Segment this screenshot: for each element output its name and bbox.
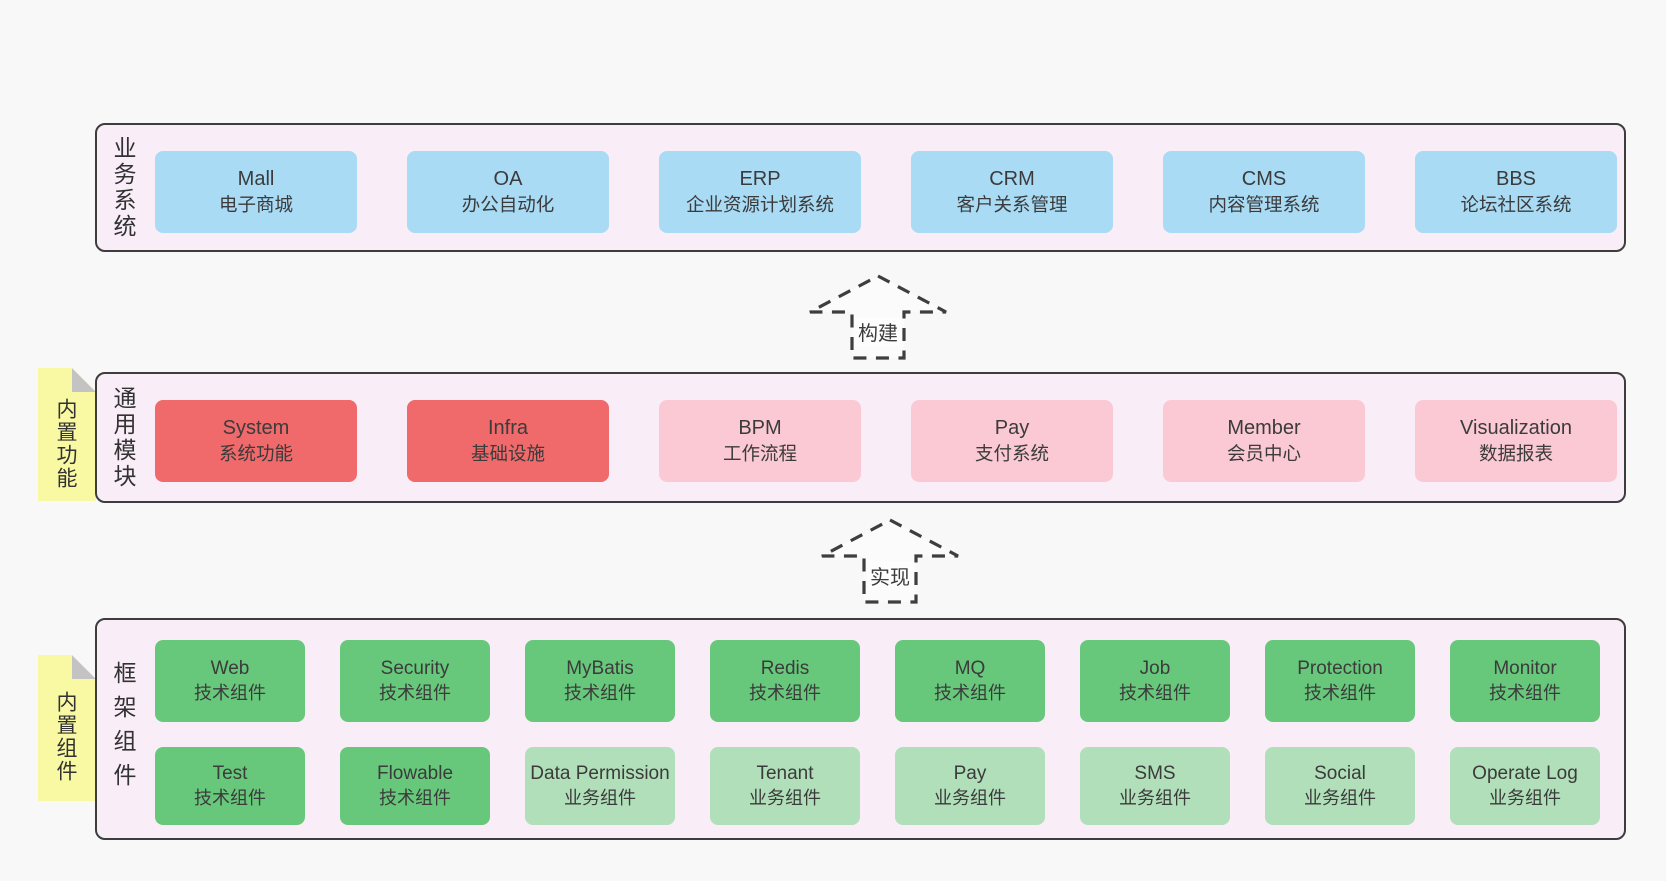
- section-label-framework-components: 框架组件: [110, 661, 136, 797]
- node-monitor: Monitor 技术组件: [1450, 640, 1600, 722]
- node-erp: ERP 企业资源计划系统: [659, 151, 861, 233]
- node-flowable: Flowable 技术组件: [340, 747, 490, 825]
- section-label-business-systems: 业务系统: [110, 135, 136, 240]
- node-visualization: Visualization 数据报表: [1415, 400, 1617, 482]
- section-framework-components: 框架组件 Web 技术组件 Security 技术组件 MyBatis 技术组件…: [95, 618, 1626, 840]
- node-operate-log: Operate Log 业务组件: [1450, 747, 1600, 825]
- arrow-build-icon: 构建: [808, 273, 948, 361]
- sticky-built-in-features: 内置功能: [38, 368, 96, 501]
- arrow-implement-icon: 实现: [820, 517, 960, 605]
- node-infra: Infra 基础设施: [407, 400, 609, 482]
- node-member: Member 会员中心: [1163, 400, 1365, 482]
- node-pay: Pay 支付系统: [911, 400, 1113, 482]
- node-bpm: BPM 工作流程: [659, 400, 861, 482]
- node-web: Web 技术组件: [155, 640, 305, 722]
- node-system: System 系统功能: [155, 400, 357, 482]
- section-common-modules: 通用模块 System 系统功能 Infra 基础设施 BPM 工作流程 Pay…: [95, 372, 1626, 503]
- node-test: Test 技术组件: [155, 747, 305, 825]
- node-mq: MQ 技术组件: [895, 640, 1045, 722]
- sticky-built-in-features-label: 内置功能: [54, 397, 77, 490]
- node-bbs: BBS 论坛社区系统: [1415, 151, 1617, 233]
- sticky-built-in-components-label: 内置组件: [54, 691, 77, 783]
- sticky-built-in-components: 内置组件: [38, 655, 96, 801]
- section-label-common-modules: 通用模块: [110, 385, 136, 490]
- arrow-build-label: 构建: [855, 317, 901, 346]
- node-oa: OA 办公自动化: [407, 151, 609, 233]
- sticky-fold-icon: [72, 368, 96, 392]
- node-cms: CMS 内容管理系统: [1163, 151, 1365, 233]
- node-job: Job 技术组件: [1080, 640, 1230, 722]
- sticky-fold-icon: [72, 655, 96, 679]
- node-tenant: Tenant 业务组件: [710, 747, 860, 825]
- node-mybatis: MyBatis 技术组件: [525, 640, 675, 722]
- node-sms: SMS 业务组件: [1080, 747, 1230, 825]
- node-security: Security 技术组件: [340, 640, 490, 722]
- node-pay-component: Pay 业务组件: [895, 747, 1045, 825]
- node-protection: Protection 技术组件: [1265, 640, 1415, 722]
- arrow-implement-label: 实现: [867, 561, 913, 590]
- node-social: Social 业务组件: [1265, 747, 1415, 825]
- node-crm: CRM 客户关系管理: [911, 151, 1113, 233]
- node-mall: Mall 电子商城: [155, 151, 357, 233]
- section-business-systems: 业务系统 Mall 电子商城 OA 办公自动化 ERP 企业资源计划系统 CRM…: [95, 123, 1626, 252]
- node-data-permission: Data Permission 业务组件: [525, 747, 675, 825]
- node-redis: Redis 技术组件: [710, 640, 860, 722]
